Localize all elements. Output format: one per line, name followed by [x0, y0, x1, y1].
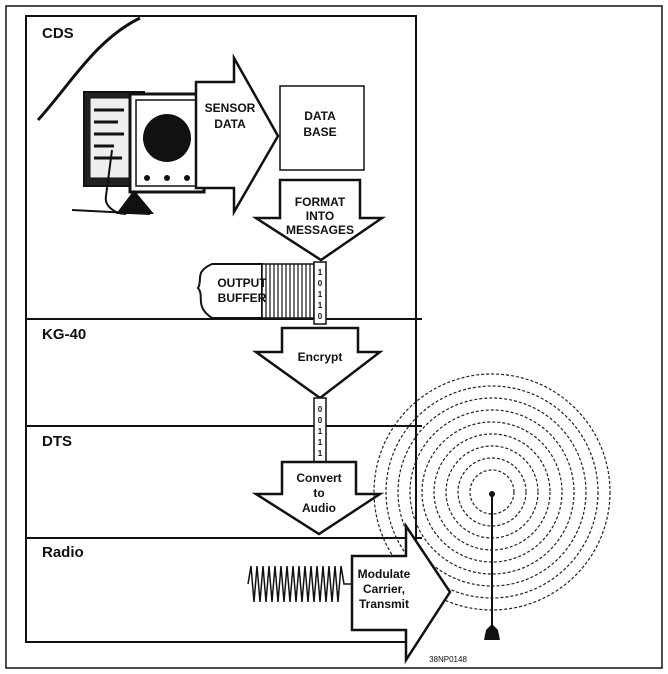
output-buffer-label-line1: OUTPUT	[217, 276, 267, 290]
convert-label-line1: Convert	[296, 471, 341, 485]
plain-bit-2: 1	[318, 290, 323, 299]
modulate-label-line1: Modulate	[358, 567, 411, 581]
plain-bit-1: 0	[318, 279, 323, 288]
plain-bit-strip: 1 0 1 1 0	[314, 262, 326, 324]
encrypted-bit-2: 1	[318, 427, 323, 436]
output-buffer-label-line2: BUFFER	[218, 291, 267, 305]
plain-bit-3: 1	[318, 301, 323, 310]
convert-label-line2: to	[313, 486, 324, 500]
figure-id: 38NP0148	[429, 655, 467, 664]
plain-bit-4: 0	[318, 312, 323, 321]
format-label-line1: FORMAT	[295, 195, 346, 209]
encrypted-bit-0: 0	[318, 405, 323, 414]
section-label-dts: DTS	[42, 433, 72, 450]
format-label-line2: INTO	[306, 209, 334, 223]
encrypt-label: Encrypt	[298, 350, 343, 364]
section-label-kg40: KG-40	[42, 326, 86, 343]
modulate-label-line2: Carrier,	[363, 582, 405, 596]
output-buffer: OUTPUT BUFFER	[198, 264, 314, 318]
sensor-data-label-line2: DATA	[214, 117, 246, 131]
data-base-label-line1: DATA	[304, 109, 336, 123]
section-label-radio: Radio	[42, 544, 84, 561]
encrypted-bit-3: 1	[318, 438, 323, 447]
convert-label-line3: Audio	[302, 501, 336, 515]
modulate-label-line3: Transmit	[359, 597, 409, 611]
plain-bit-0: 1	[318, 268, 323, 277]
data-base-label-line2: BASE	[303, 125, 336, 139]
section-label-cds: CDS	[42, 25, 74, 42]
encrypted-bit-1: 0	[318, 416, 323, 425]
encrypted-bit-4: 1	[318, 449, 323, 458]
encrypted-bit-strip: 0 0 1 1 1	[314, 398, 326, 462]
sensor-data-label-line1: SENSOR	[205, 101, 256, 115]
format-label-line3: MESSAGES	[286, 223, 354, 237]
data-base-box: DATA BASE	[280, 86, 364, 170]
